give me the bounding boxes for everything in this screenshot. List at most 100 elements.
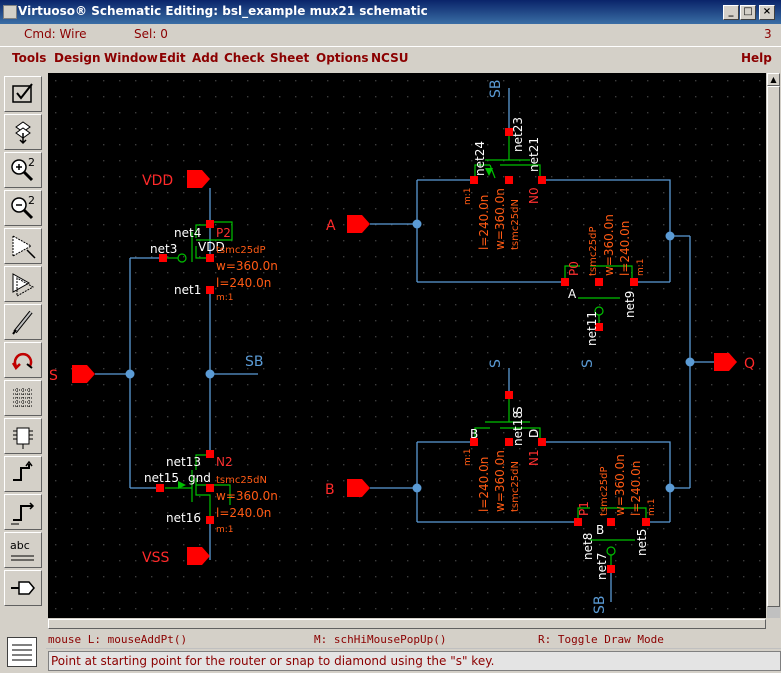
close-button[interactable]: × xyxy=(759,5,775,20)
svg-text:net4: net4 xyxy=(174,226,201,240)
pin-s-label: S xyxy=(49,368,58,384)
instance-button[interactable] xyxy=(4,418,42,454)
vertical-scroll-thumb[interactable] xyxy=(767,86,780,607)
svg-text:tsmc25dN: tsmc25dN xyxy=(216,475,267,486)
mouse-right-binding: R: Toggle Draw Mode xyxy=(538,633,664,646)
svg-text:net23: net23 xyxy=(511,117,525,152)
label-abc-text: abc xyxy=(10,539,30,552)
svg-text:w=360.0n: w=360.0n xyxy=(216,489,278,503)
wire-narrow-button[interactable] xyxy=(4,494,42,530)
maximize-button[interactable]: □ xyxy=(740,5,756,20)
pin-b[interactable] xyxy=(347,479,370,497)
svg-text:net13: net13 xyxy=(166,455,201,469)
svg-text:S: S xyxy=(580,359,596,368)
descend-icon xyxy=(15,121,31,145)
notepad-icon[interactable] xyxy=(7,637,37,667)
pin-labels: VDD VSS S A B Q xyxy=(49,173,755,566)
svg-text:net21: net21 xyxy=(527,137,541,172)
menu-ncsu[interactable]: NCSU xyxy=(371,51,409,65)
title-bar: Virtuoso® Schematic Editing: bsl_example… xyxy=(0,0,781,24)
pin-a[interactable] xyxy=(347,215,370,233)
devices xyxy=(165,133,647,568)
mouse-bindings-bar: mouse L: mouseAddPt() M: schHiMousePopUp… xyxy=(46,631,781,648)
svg-text:l=240.0n: l=240.0n xyxy=(477,457,491,512)
vertical-scrollbar[interactable]: ▲ xyxy=(767,73,780,618)
svg-text:l=240.0n: l=240.0n xyxy=(618,221,632,276)
pin-b-label: B xyxy=(325,482,335,498)
menu-help[interactable]: Help xyxy=(741,51,772,65)
svg-text:l=240.0n: l=240.0n xyxy=(629,461,643,516)
svg-text:VDD: VDD xyxy=(198,240,225,254)
svg-text:net24: net24 xyxy=(473,141,487,176)
tg-b-labels: S S B net18 D m:1 l=240.0n w=360.0n tsmc… xyxy=(463,359,657,614)
zoom-in-button[interactable]: 2 xyxy=(4,152,42,188)
schematic-drawing[interactable]: VDD VSS S A B Q xyxy=(48,73,766,618)
property-icon xyxy=(13,388,33,408)
wire-junctions xyxy=(125,219,695,493)
pin-add-button[interactable] xyxy=(4,570,42,606)
app-icon xyxy=(3,5,17,19)
prompt-bar: Point at starting point for the router o… xyxy=(46,649,781,673)
menu-sheet[interactable]: Sheet xyxy=(270,51,310,65)
svg-text:w=360.0n: w=360.0n xyxy=(602,214,616,276)
svg-text:N1: N1 xyxy=(527,449,541,466)
pin-vss[interactable] xyxy=(187,547,210,565)
menu-options[interactable]: Options xyxy=(316,51,369,65)
menu-check[interactable]: Check xyxy=(224,51,265,65)
svg-text:SB: SB xyxy=(488,80,504,99)
svg-text:m:1: m:1 xyxy=(463,187,473,205)
svg-text:l=240.0n: l=240.0n xyxy=(477,195,491,250)
stretch-button[interactable] xyxy=(4,228,42,264)
label-button[interactable]: abc xyxy=(4,532,42,568)
wire-pen-button[interactable] xyxy=(4,304,42,340)
schematic-canvas[interactable]: VDD VSS S A B Q xyxy=(48,73,766,618)
property-button[interactable] xyxy=(4,380,42,416)
svg-text:gnd: gnd xyxy=(188,471,211,485)
menu-add[interactable]: Add xyxy=(192,51,219,65)
menu-window[interactable]: Window xyxy=(104,51,158,65)
check-save-button[interactable] xyxy=(4,76,42,112)
svg-text:net7: net7 xyxy=(595,553,609,580)
tg-a-labels: SB net24 net23 net21 m:1 l=240.0n w=360.… xyxy=(463,80,646,369)
undo-button[interactable] xyxy=(4,342,42,378)
label-abc-icon: abc xyxy=(10,539,34,561)
svg-text:w=360.0n: w=360.0n xyxy=(613,454,627,516)
device-arrows xyxy=(178,168,493,489)
pin-q-label: Q xyxy=(744,356,755,372)
scroll-up-arrow[interactable]: ▲ xyxy=(767,73,780,86)
undo-icon xyxy=(11,352,33,371)
horizontal-scrollbar[interactable] xyxy=(48,619,766,629)
svg-text:l=240.0n: l=240.0n xyxy=(216,506,271,520)
zoom-in-icon: 2 xyxy=(11,156,35,182)
svg-text:D: D xyxy=(527,429,541,438)
menu-design[interactable]: Design xyxy=(54,51,101,65)
pin-button[interactable] xyxy=(4,456,42,492)
svg-text:net18: net18 xyxy=(511,411,525,446)
pin-q[interactable] xyxy=(714,353,737,371)
svg-text:l=240.0n: l=240.0n xyxy=(216,276,271,290)
selection-status: Sel: 0 xyxy=(134,27,168,41)
svg-text:SB: SB xyxy=(592,596,608,615)
horizontal-scroll-thumb[interactable] xyxy=(48,619,766,629)
pin-s[interactable] xyxy=(72,365,95,383)
descend-button[interactable] xyxy=(4,114,42,150)
svg-text:net16: net16 xyxy=(166,511,201,525)
svg-text:m:1: m:1 xyxy=(216,525,234,535)
zoom-out-button[interactable]: 2 xyxy=(4,190,42,226)
svg-text:w=360.0n: w=360.0n xyxy=(493,450,507,512)
canvas-frame: VDD VSS S A B Q xyxy=(46,71,781,631)
copy-icon xyxy=(12,273,35,297)
pin-vdd[interactable] xyxy=(187,170,210,188)
tool-palette: 2 2 abc xyxy=(0,71,46,631)
menu-tools[interactable]: Tools xyxy=(12,51,47,65)
zoom-out-icon: 2 xyxy=(11,194,35,220)
pin-vss-label: VSS xyxy=(142,550,169,566)
svg-text:N2: N2 xyxy=(216,455,233,469)
menu-edit[interactable]: Edit xyxy=(159,51,186,65)
svg-text:tsmc25dP: tsmc25dP xyxy=(216,245,265,256)
svg-text:net5: net5 xyxy=(635,529,649,556)
pin-vdd-label: VDD xyxy=(142,173,173,189)
minimize-button[interactable]: _ xyxy=(723,5,739,20)
svg-text:w=360.0n: w=360.0n xyxy=(216,259,278,273)
copy-button[interactable] xyxy=(4,266,42,302)
